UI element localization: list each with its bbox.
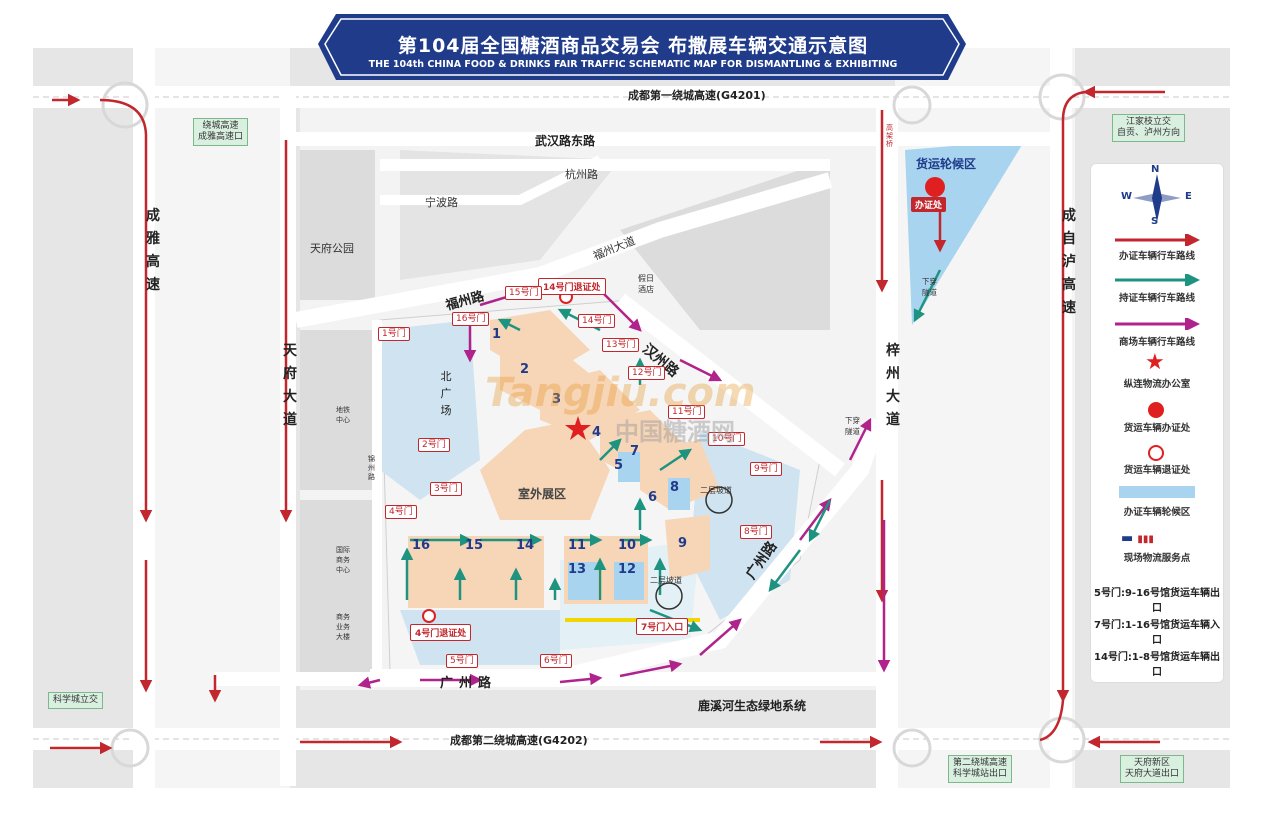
road-guangzhou: 广州路 bbox=[440, 676, 498, 691]
gate-13: 13号门 bbox=[602, 338, 640, 352]
road-ring2: 成都第二绕城高速(G4202) bbox=[450, 734, 588, 747]
hall-15: 15 bbox=[465, 538, 484, 553]
legend-red-line-icon bbox=[1115, 234, 1200, 246]
sign-top-left: 绕城高速 成雅高速口 bbox=[193, 118, 249, 146]
hall-3: 3 bbox=[552, 392, 562, 407]
legend-note-gate7: 7号门:1-16号馆货运车辆入口 bbox=[1094, 620, 1220, 646]
hall-10: 10 bbox=[618, 538, 637, 553]
gate-10: 10号门 bbox=[708, 432, 746, 446]
metro-center: 地铁中心 bbox=[336, 406, 350, 424]
road-ningbo: 宁波路 bbox=[425, 196, 458, 209]
hall-9: 9 bbox=[678, 536, 688, 551]
hall-12: 12 bbox=[618, 562, 637, 577]
biz-tower: 商务业务大楼 bbox=[336, 613, 350, 641]
permit-office: 办证处 bbox=[911, 197, 947, 212]
intl-center: 国际商务中心 bbox=[336, 546, 350, 574]
gate-5: 5号门 bbox=[446, 654, 478, 668]
sign-bottom-left: 科学城立交 bbox=[48, 692, 104, 709]
legend-item-mall-route: 商场车辆行车路线 bbox=[1118, 337, 1195, 348]
road-jinzhou: 锦州路 bbox=[368, 455, 375, 481]
gate-14: 14号门 bbox=[578, 314, 616, 328]
north-plaza: 北广场 bbox=[440, 370, 452, 417]
hall-13: 13 bbox=[568, 562, 587, 577]
hall-6: 6 bbox=[648, 490, 658, 505]
holiday-hotel: 假日酒店 bbox=[638, 274, 654, 294]
freight-wait-area: 货运轮候区 bbox=[916, 157, 977, 171]
watermark-cn: 中国糖酒网 bbox=[615, 418, 735, 446]
hall-2: 2 bbox=[520, 362, 530, 377]
gate-16: 16号门 bbox=[452, 312, 490, 326]
hall-14: 14 bbox=[516, 538, 535, 553]
hall-8: 8 bbox=[670, 480, 680, 495]
title-banner: 第104届全国糖酒商品交易会 布撒展车辆交通示意图 THE 104th CHIN… bbox=[318, 14, 948, 80]
gate-11: 11号门 bbox=[668, 405, 706, 419]
compass-w: W bbox=[1121, 191, 1133, 202]
legend-item-logistics: 现场物流服务点 bbox=[1123, 553, 1191, 564]
compass-icon bbox=[1133, 174, 1181, 222]
gate-8: 8号门 bbox=[740, 525, 772, 539]
road-tianfu: 天府大道 bbox=[283, 343, 297, 428]
legend-item-permitted-route: 持证车辆行车路线 bbox=[1118, 293, 1195, 304]
legend-item-permit-route: 办证车辆行车路线 bbox=[1118, 251, 1195, 262]
gate-2: 2号门 bbox=[418, 438, 450, 452]
legend-magenta-line-icon bbox=[1115, 318, 1200, 330]
road-zizhou: 梓州大道 bbox=[886, 343, 900, 428]
hall-11: 11 bbox=[568, 538, 587, 553]
title-en: THE 104th CHINA FOOD & DRINKS FAIR TRAFF… bbox=[368, 59, 898, 70]
gate-6: 6号门 bbox=[540, 654, 572, 668]
gate-1: 1号门 bbox=[378, 327, 410, 341]
road-ring1: 成都第一绕城高速(G4201) bbox=[628, 89, 766, 102]
compass-s: S bbox=[1151, 216, 1159, 227]
hall-5: 5 bbox=[614, 458, 624, 473]
title-cn: 第104届全国糖酒商品交易会 布撒展车辆交通示意图 bbox=[397, 35, 869, 57]
return-ring-icon bbox=[1148, 445, 1164, 461]
legend-item-office: 纵连物流办公室 bbox=[1123, 379, 1191, 390]
road-chengya: 成雅高速 bbox=[146, 208, 160, 293]
road-chengzilu: 成自泸高速 bbox=[1062, 208, 1076, 316]
road-hangzhou: 杭州路 bbox=[565, 168, 598, 181]
legend-item-freight-permit: 货运车辆办证处 bbox=[1123, 423, 1191, 434]
gate-12: 12号门 bbox=[628, 366, 666, 380]
underpass-2: 下穿隧道 bbox=[922, 277, 937, 297]
gate-15: 15号门 bbox=[505, 286, 543, 300]
hall-1: 1 bbox=[492, 327, 502, 342]
hall-7: 7 bbox=[630, 444, 640, 459]
gate-9: 9号门 bbox=[750, 462, 782, 476]
legend-note-gate14: 14号门:1-8号馆货运车辆出口 bbox=[1094, 652, 1220, 678]
hall-16: 16 bbox=[412, 538, 431, 553]
luxi-green: 鹿溪河生态绿地系统 bbox=[698, 699, 807, 713]
logistics-point-icon: ▬ ▮▮▮ bbox=[1121, 531, 1154, 546]
gate-3: 3号门 bbox=[430, 482, 462, 496]
legend-item-freight-return: 货运车辆退证处 bbox=[1123, 465, 1191, 476]
gate14-exit: 14号门退证处 bbox=[538, 278, 606, 295]
legend-teal-line-icon bbox=[1115, 274, 1200, 286]
legend-note-gate5: 5号门:9-16号馆货运车辆出口 bbox=[1094, 588, 1220, 614]
viaduct: 高架桥 bbox=[886, 124, 893, 148]
wait-area-swatch-icon bbox=[1119, 486, 1195, 498]
legend: N S W E 办证车辆行车路线 持证车辆行车路线 商场车辆行车路线 ★ 纵连物… bbox=[1090, 163, 1224, 683]
tianfu-park: 天府公园 bbox=[310, 242, 354, 255]
gate7-entry: 7号门入口 bbox=[636, 618, 689, 635]
road-wuhan-east: 武汉路东路 bbox=[535, 134, 596, 148]
legend-item-wait-area: 办证车辆轮候区 bbox=[1123, 507, 1191, 518]
gate-4: 4号门 bbox=[385, 505, 417, 519]
sign-bottom-right: 天府新区 天府大道出口 bbox=[1120, 755, 1185, 783]
sign-top-right: 江家枝立交 自贡、泸州方向 bbox=[1112, 114, 1186, 142]
permit-dot-icon bbox=[1148, 402, 1164, 418]
compass-n: N bbox=[1151, 164, 1160, 175]
star-icon: ★ bbox=[1145, 350, 1165, 375]
gate4-exit: 4号门退证处 bbox=[410, 624, 472, 641]
hall-4: 4 bbox=[592, 425, 602, 440]
ramp-1: 二层坡道 bbox=[700, 486, 732, 495]
sign-bottom-mid: 第二绕城高速 科学城站出口 bbox=[948, 755, 1013, 783]
ramp-2: 二层坡道 bbox=[650, 576, 682, 585]
watermark-en: Tangjiu.com bbox=[485, 370, 756, 416]
underpass-1: 下穿隧道 bbox=[845, 416, 860, 436]
outdoor-area: 室外展区 bbox=[518, 487, 567, 501]
compass-e: E bbox=[1185, 191, 1192, 202]
